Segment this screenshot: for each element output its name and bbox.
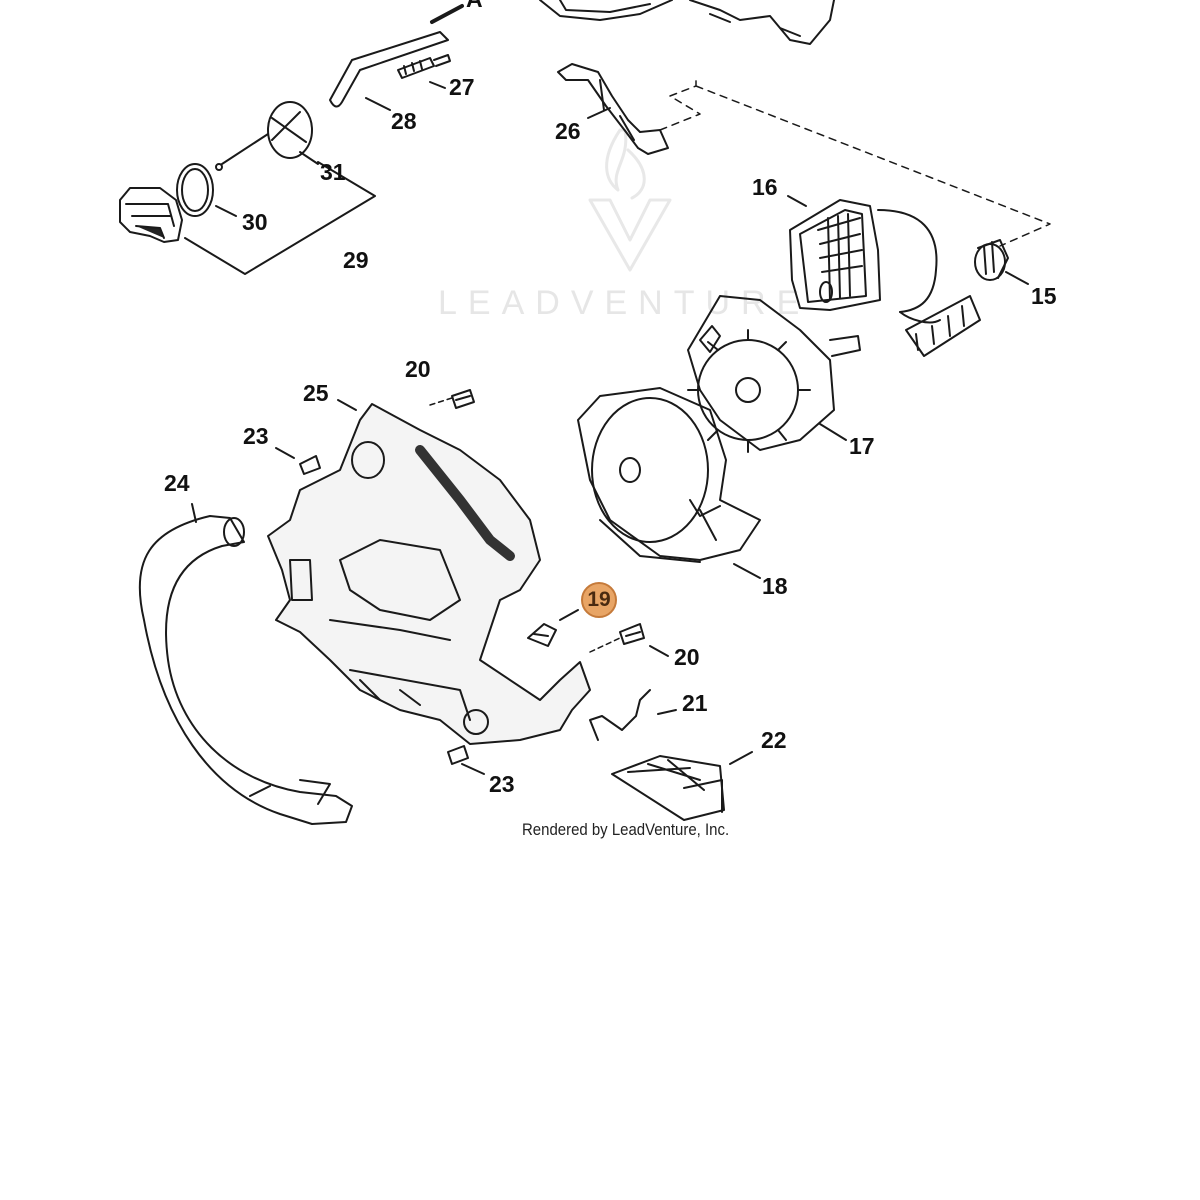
part-20b-drawing <box>619 623 645 645</box>
part-19-drawing <box>527 623 557 647</box>
part-label-15[interactable]: 15 <box>1031 283 1057 309</box>
part-16-drawing <box>789 199 981 357</box>
part-label-22[interactable]: 22 <box>761 727 787 753</box>
part-25-drawing <box>267 403 591 745</box>
part-label-17[interactable]: 17 <box>849 433 875 459</box>
part-label-20-top[interactable]: 20 <box>405 356 431 382</box>
part-18-drawing <box>577 387 761 563</box>
part-label-23-top[interactable]: 23 <box>243 423 269 449</box>
watermark-logo <box>588 128 672 272</box>
reference-line-a <box>430 4 464 24</box>
part-28-drawing <box>329 31 449 108</box>
rendered-by-credit: Rendered by LeadVenture, Inc. <box>522 820 730 839</box>
part-label-25[interactable]: 25 <box>303 380 329 406</box>
part-label-31[interactable]: 31 <box>320 159 346 185</box>
part-label-18[interactable]: 18 <box>762 573 788 599</box>
part-label-29[interactable]: 29 <box>343 247 369 273</box>
part-20a-drawing <box>451 389 475 409</box>
part-label-30[interactable]: 30 <box>242 209 268 235</box>
part-17-drawing <box>687 295 861 453</box>
part-30-drawing <box>176 163 214 217</box>
watermark-text: LEADVENTURE <box>438 284 811 322</box>
part-27-drawing <box>397 54 451 79</box>
part-23a-drawing <box>299 455 321 475</box>
part-label-21[interactable]: 21 <box>682 690 708 716</box>
part-label-23-bottom[interactable]: 23 <box>489 771 515 797</box>
part-31-drawing <box>215 101 313 171</box>
part-21-drawing <box>589 689 651 741</box>
highlighted-part-callout-19[interactable]: 19 <box>581 582 617 618</box>
part-label-27[interactable]: 27 <box>449 74 475 100</box>
part-label-28[interactable]: 28 <box>391 108 417 134</box>
reference-marker-a: A <box>466 0 483 11</box>
part-26-drawing <box>557 63 669 155</box>
part-23b-drawing <box>447 745 469 765</box>
part-24-drawing <box>138 515 353 825</box>
part-label-26[interactable]: 26 <box>555 118 581 144</box>
part-15-drawing <box>974 239 1009 281</box>
part-22-drawing <box>611 755 725 821</box>
part-label-24[interactable]: 24 <box>164 470 190 496</box>
part-label-20-bottom[interactable]: 20 <box>674 644 700 670</box>
part-label-16[interactable]: 16 <box>752 174 778 200</box>
part-29-drawing <box>119 187 183 243</box>
